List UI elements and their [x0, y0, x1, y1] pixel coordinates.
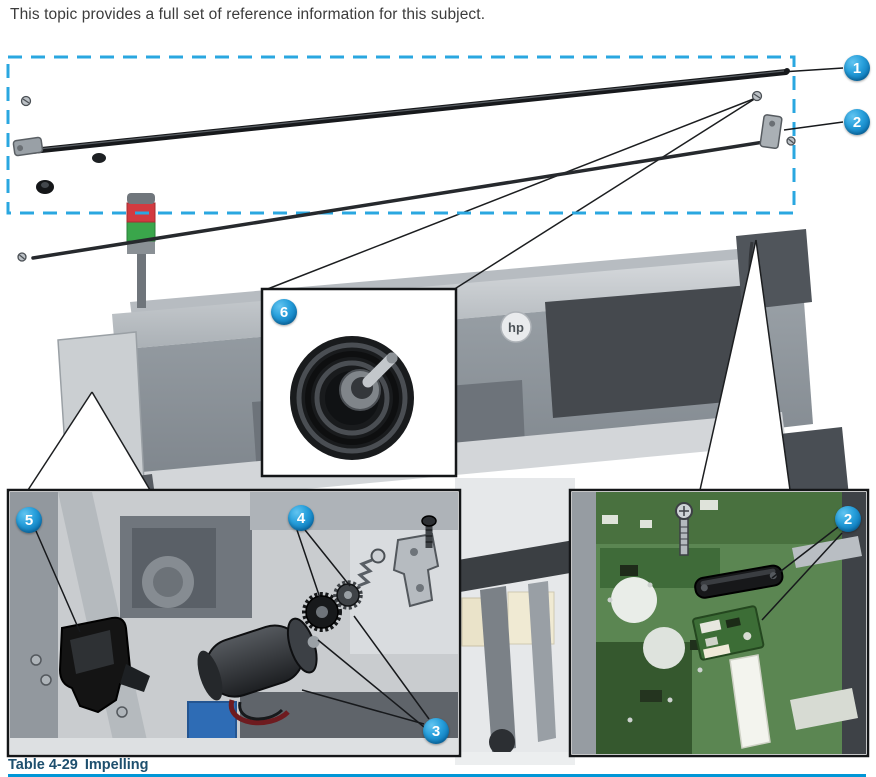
dashed-selection-box [6, 55, 796, 215]
tension-rod-2 [31, 139, 772, 260]
status-beacon-light [126, 193, 156, 308]
callout-number: 1 [852, 59, 862, 77]
rod-assembly [6, 55, 844, 262]
screw-icon [786, 136, 796, 146]
callout-2-leader-line [783, 121, 844, 131]
detail-inset-roller [260, 287, 458, 478]
encoder-bracket-part-5 [30, 616, 150, 718]
motor-black-wire [238, 701, 284, 721]
callout-1-leader-line [788, 67, 844, 73]
callout-leader-lines [35, 529, 430, 728]
rod-right-bracket [759, 114, 783, 150]
metal-bracket [392, 532, 440, 608]
screw-icon [751, 90, 763, 102]
callout-1-badge: 1 [844, 55, 870, 81]
callout-3-badge: 3 [423, 718, 449, 744]
callout-number: 5 [24, 511, 34, 529]
callout-5-badge: 5 [16, 507, 42, 533]
callout-leader-lines [761, 526, 843, 621]
callout-6-badge: 6 [271, 299, 297, 325]
callout-2-top-badge: 2 [844, 109, 870, 135]
printer-stand-detail [455, 540, 576, 765]
table-caption: Table 4-29 Impelling [8, 757, 149, 773]
hp-logo-circle [500, 311, 532, 343]
table-caption-title: Impelling [84, 757, 149, 773]
motor-red-wire [228, 699, 290, 726]
callout-number: 2 [852, 113, 862, 131]
callout-number: 4 [296, 509, 306, 527]
sensor-pcb-part-2 [692, 605, 765, 661]
spring [357, 558, 373, 588]
callout-number: 2 [843, 510, 853, 528]
detail-inset-motor [6, 488, 462, 758]
table-top-border [8, 774, 866, 777]
callout-number: 6 [279, 303, 289, 321]
callout-number: 3 [431, 722, 441, 740]
drive-motor [197, 617, 320, 701]
screw-icon [20, 95, 32, 107]
detail-inset-pcb [568, 488, 870, 758]
roller-shaft [362, 352, 398, 388]
screw-icon [675, 502, 693, 556]
screw-icon [17, 252, 27, 262]
tension-rod-1 [29, 69, 789, 154]
flex-ribbon-cable [729, 654, 771, 749]
intro-text: This topic provides a full set of refere… [10, 6, 486, 23]
callout-2-bottom-badge: 2 [835, 506, 861, 532]
washer [370, 548, 386, 564]
rod-bushing [92, 153, 106, 163]
rod-left-bracket [12, 136, 44, 157]
table-caption-label: Table 4-29 [8, 757, 78, 773]
rail-bracket-part-2 [694, 564, 784, 599]
screw-icon [421, 515, 437, 548]
grooved-roller-illustration [290, 336, 414, 460]
detail-zoom-wedges [27, 97, 791, 491]
gear-train-part-4 [302, 548, 386, 632]
hp-logo-text: hp [508, 320, 524, 335]
callout-4-badge: 4 [288, 505, 314, 531]
